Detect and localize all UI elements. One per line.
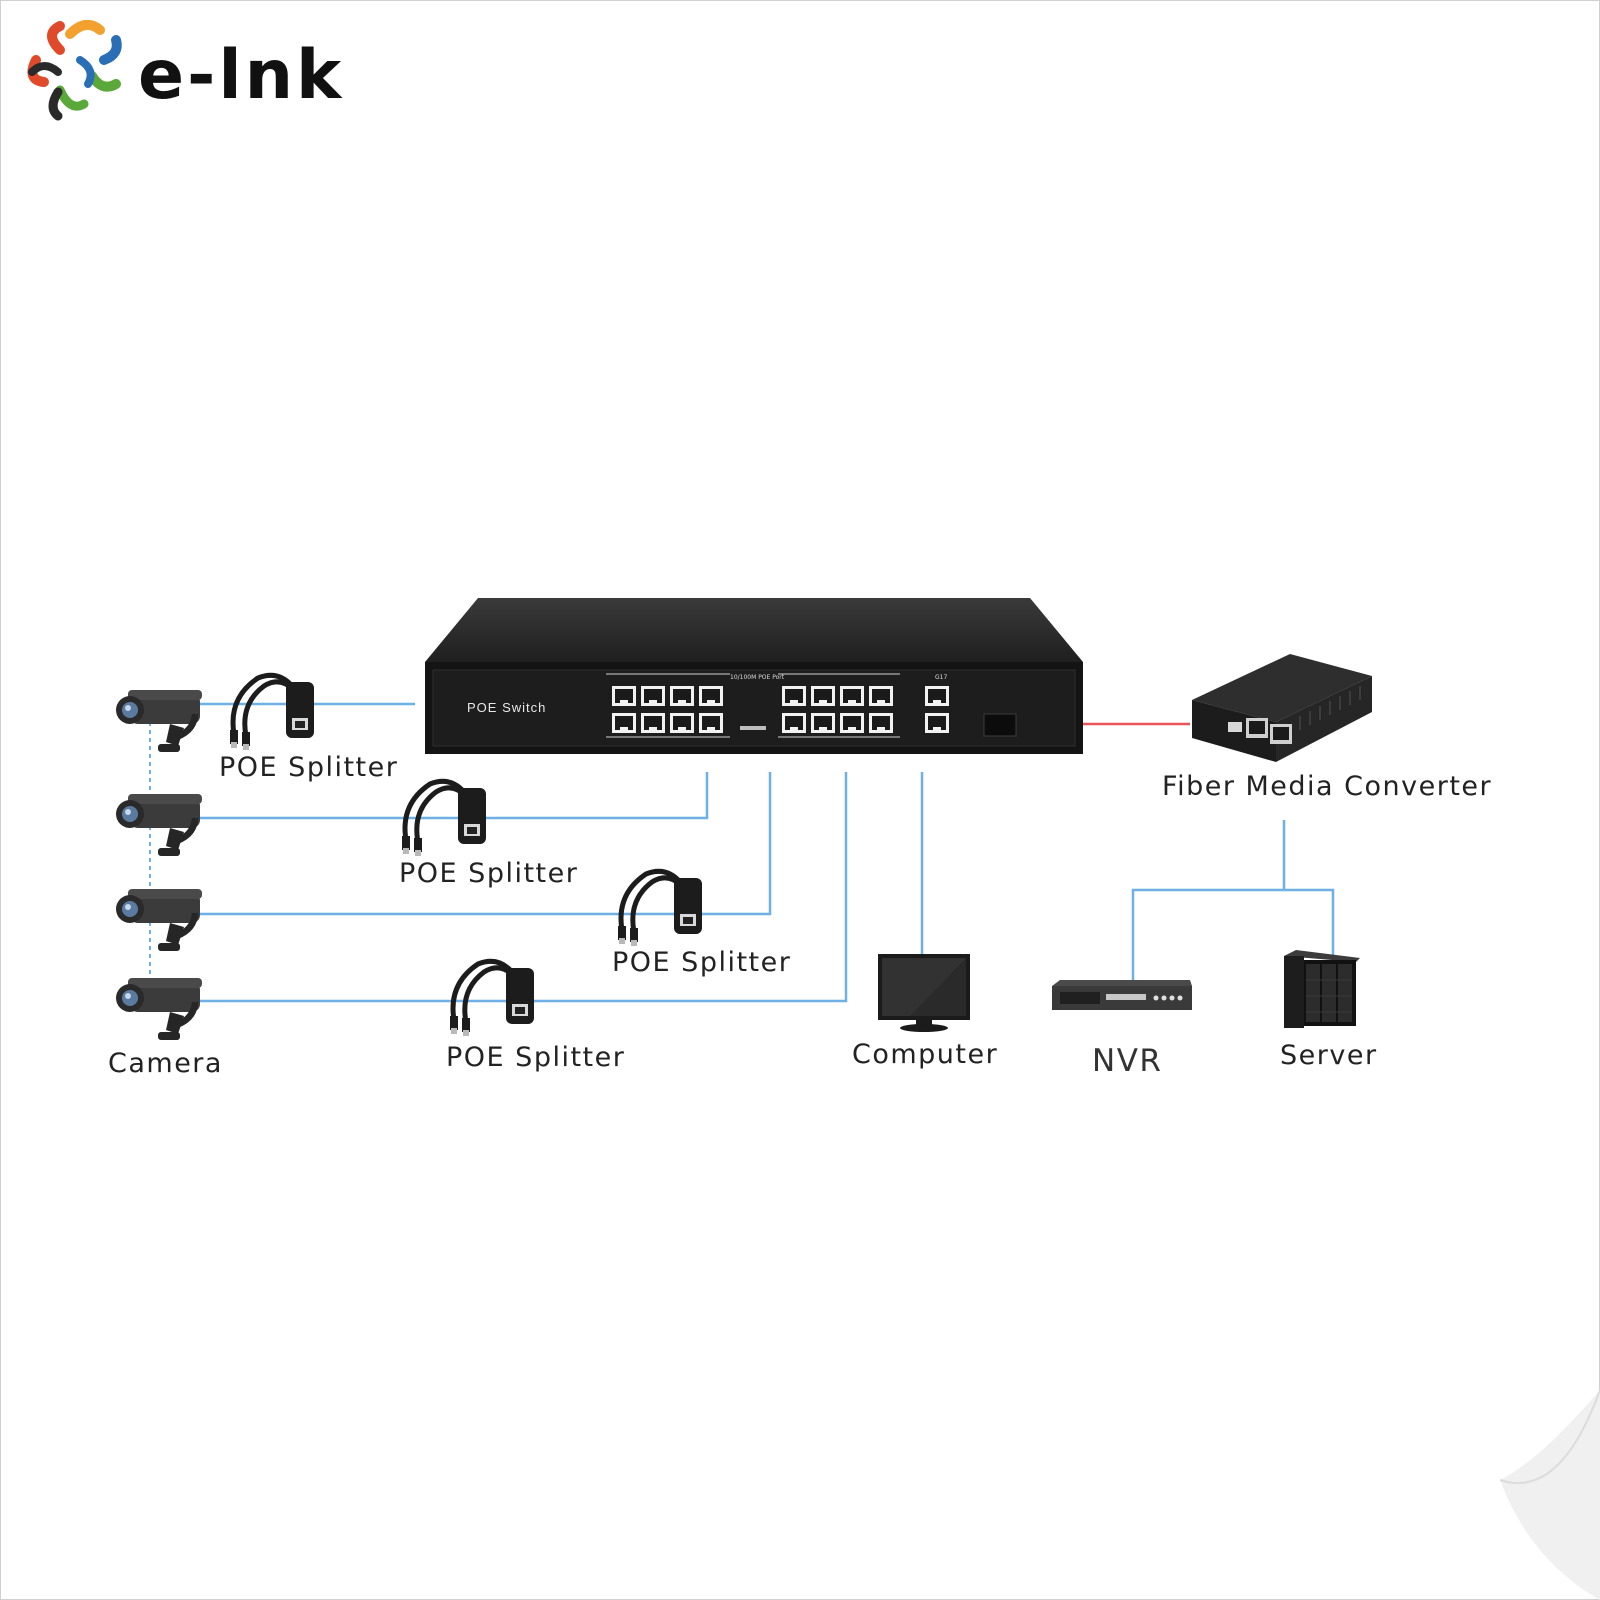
nvr-icon [1052,980,1192,1010]
poe-splitter-label: POE Splitter [399,858,579,889]
poe-splitter-label: POE Splitter [446,1042,626,1073]
brand-logo-icon [27,19,122,121]
fiber-media-converter-label: Fiber Media Converter [1162,771,1493,802]
page-curl-decoration [1499,1389,1600,1600]
poe-switch-icon: 10/100M POE Port G17 [425,598,1083,754]
server-icon [1284,950,1360,1028]
camera-icon [116,889,202,951]
switch-label: POE Switch [467,700,547,715]
nvr-label: NVR [1092,1043,1163,1079]
camera-icon [116,978,202,1040]
monitor-icon [878,954,970,1032]
computer-label: Computer [852,1039,999,1070]
poe-splitter-label: POE Splitter [612,947,792,978]
camera-label: Camera [108,1048,223,1079]
camera-icon [116,794,202,856]
poe-splitter-icon [450,961,534,1036]
camera-icon [116,690,202,752]
server-label: Server [1280,1040,1378,1071]
poe-splitter-icon [618,871,702,946]
svg-text:10/100M POE Port: 10/100M POE Port [730,674,785,681]
brand-name: e-lnk [138,36,345,115]
fiber-media-converter-icon [1192,654,1372,762]
connection-lines [190,702,1335,1003]
svg-text:G17: G17 [935,674,947,681]
poe-splitter-label: POE Splitter [219,752,399,783]
poe-splitter-icon [230,675,314,750]
